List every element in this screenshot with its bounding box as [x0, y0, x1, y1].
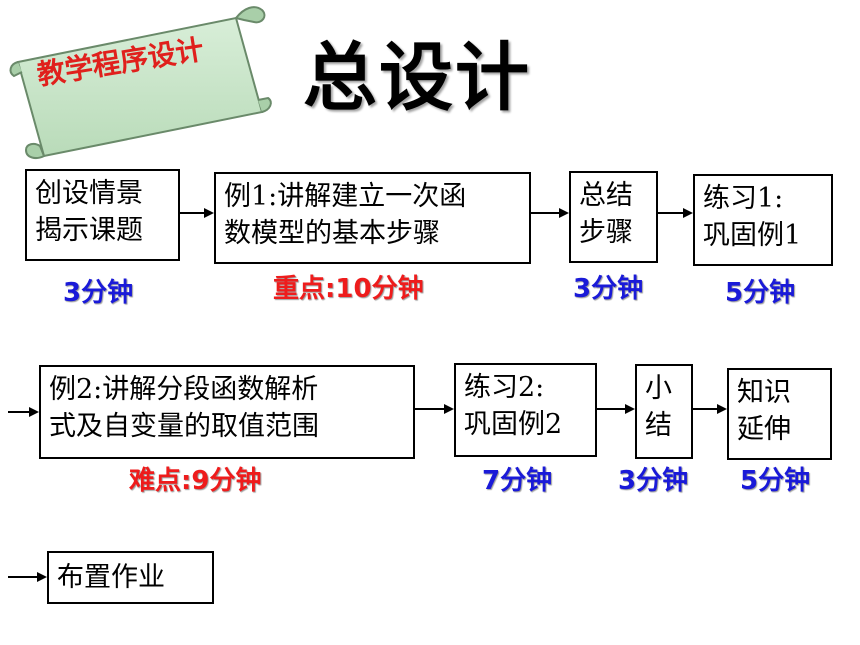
time-label: 7分钟 [482, 466, 553, 496]
time-label-difficulty: 难点:9分钟 [129, 466, 262, 496]
time-label: 3分钟 [573, 274, 644, 304]
page-title: 总设计 [303, 35, 531, 121]
step-extension: 知识 延伸 [727, 368, 832, 460]
step-line: 创设情景 [35, 178, 143, 209]
step-example-1: 例1:讲解建立一次函 数模型的基本步骤 [214, 172, 531, 264]
step-example-2: 例2:讲解分段函数解析 式及自变量的取值范围 [39, 365, 415, 459]
time-label: 3分钟 [63, 278, 134, 308]
step-line: 练习1: [703, 183, 784, 214]
step-line: 揭示课题 [35, 215, 143, 246]
step-line: 结 [645, 410, 672, 441]
step-line: 例1:讲解建立一次函 [224, 181, 467, 212]
step-line: 练习2: [464, 372, 545, 403]
step-practice-2: 练习2: 巩固例2 [454, 363, 597, 457]
step-homework: 布置作业 [47, 551, 214, 604]
step-summary: 总结 步骤 [569, 171, 658, 263]
step-line: 巩固例2 [464, 409, 563, 440]
step-line: 总结 [579, 180, 633, 211]
step-line: 式及自变量的取值范围 [49, 411, 319, 442]
step-line: 小 [645, 373, 672, 404]
step-line: 例2:讲解分段函数解析 [49, 374, 319, 405]
time-label: 5分钟 [740, 466, 811, 496]
step-practice-1: 练习1: 巩固例1 [693, 174, 833, 266]
step-introduce-topic: 创设情景 揭示课题 [25, 169, 180, 261]
time-label: 5分钟 [725, 278, 796, 308]
step-wrap-up: 小 结 [635, 364, 693, 459]
time-label-keypoint: 重点:10分钟 [273, 274, 424, 304]
step-line: 数模型的基本步骤 [224, 218, 440, 249]
step-line: 布置作业 [57, 562, 165, 593]
step-line: 步骤 [579, 217, 633, 248]
step-line: 延伸 [737, 414, 791, 445]
scroll-banner [9, 6, 272, 159]
step-line: 知识 [737, 377, 791, 408]
step-line: 巩固例1 [703, 220, 802, 251]
time-label: 3分钟 [618, 466, 689, 496]
